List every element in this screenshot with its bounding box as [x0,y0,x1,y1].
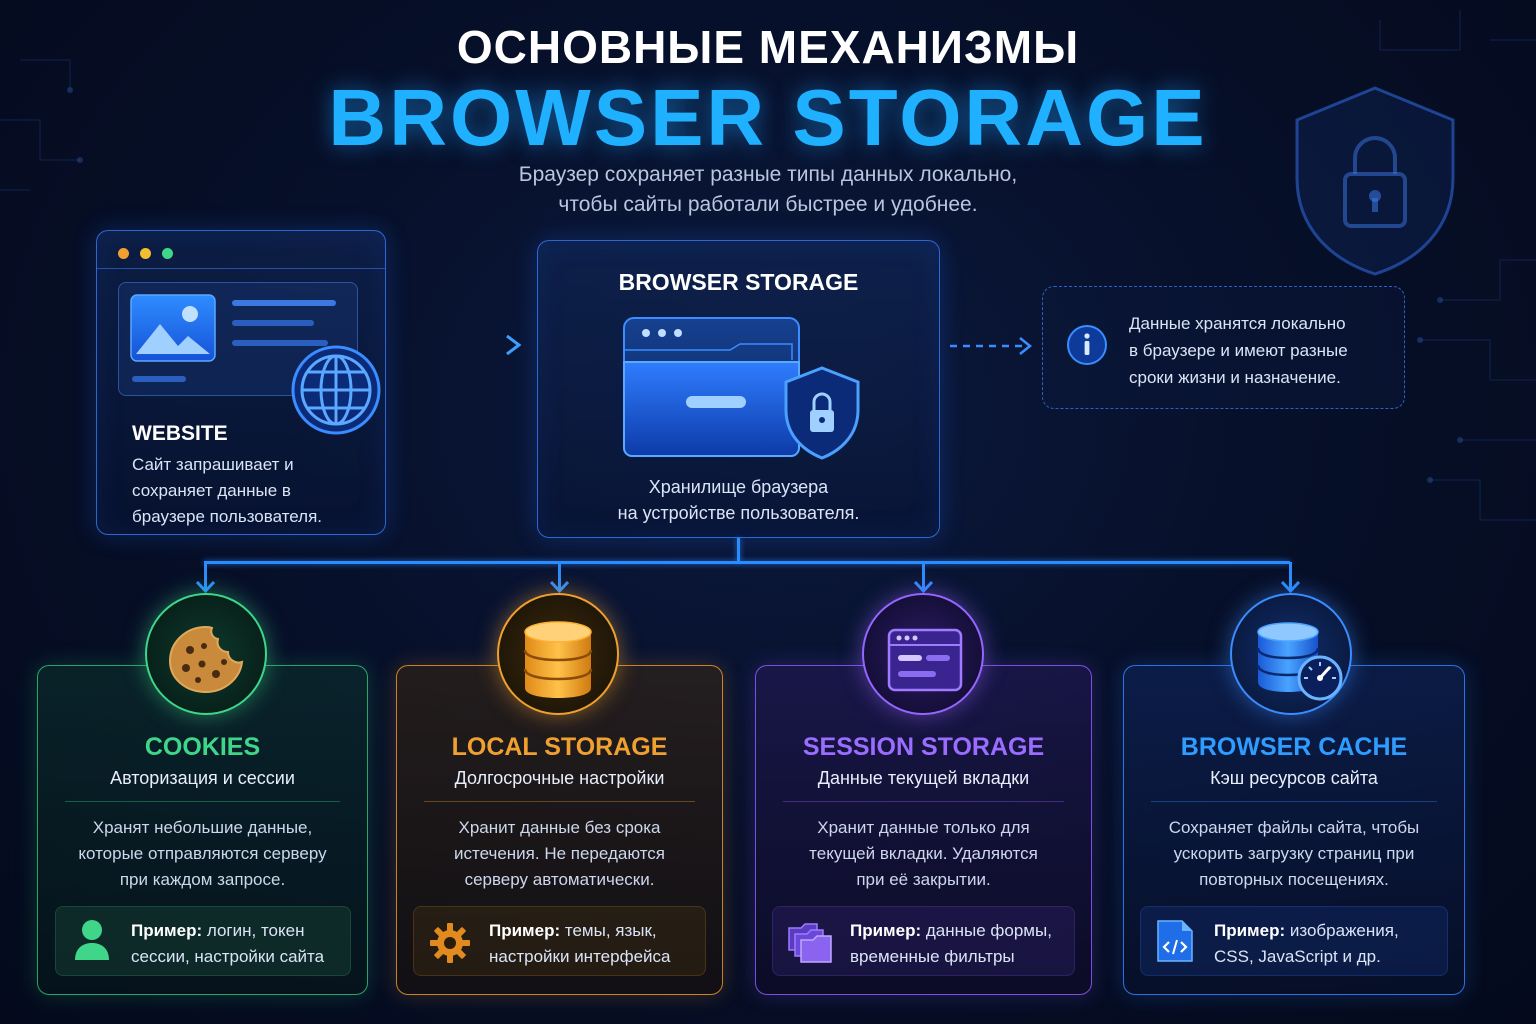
text-placeholder-line [232,300,336,306]
cookies-desc-line: Хранят небольшие данные, [92,818,313,837]
storage-desc-line: на устройстве пользователя. [617,503,860,523]
subtitle: Браузер сохраняет разные типы данных лок… [368,160,1168,220]
connector-branch-bar [204,561,1290,564]
session-desc-line: при её закрытии. [856,870,991,889]
example-value: временные фильтры [850,947,1015,966]
connector-trunk [737,538,740,562]
browser-cache-divider [1151,801,1437,802]
session-storage-divider [783,801,1064,802]
connector-arrows [195,562,1301,594]
window-dot-yellow [140,248,151,259]
browser-window-icon [887,628,963,692]
example-value: данные формы, [921,921,1052,940]
browser-storage-description: Хранилище браузера на устройстве пользов… [537,474,940,526]
code-file-icon [1157,920,1193,962]
note-line: Данные хранятся локально [1129,314,1346,333]
session-storage-icon-circle [862,593,984,715]
text-placeholder-line [132,376,186,382]
database-speed-icon [1256,622,1343,701]
browser-cache-title: BROWSER CACHE [1180,733,1408,761]
text-placeholder-line [232,340,328,346]
subtitle-line-2: чтобы сайты работали быстрее и удобнее. [558,193,978,216]
example-value: сессии, настройки сайта [131,947,325,966]
example-value: темы, язык, [560,921,657,940]
storage-desc-line: Хранилище браузера [648,477,829,497]
gear-icon [430,923,470,963]
user-icon [75,920,109,960]
example-label: Пример: [489,921,561,940]
example-label: Пример: [131,921,203,940]
website-desc-line: сохраняет данные в [132,481,291,500]
local-desc-line: серверу автоматически. [464,870,655,889]
website-desc-line: браузере пользователя. [132,507,323,526]
cookies-subtitle: Авторизация и сессии [110,768,295,788]
folders-icon [788,923,832,963]
local-storage-example-text: Пример: темы, язык, настройки интерфейса [489,918,704,970]
website-description: Сайт запрашивает и сохраняет данные в бр… [132,452,372,530]
local-storage-subtitle: Долгосрочные настройки [454,768,665,788]
globe-icon [291,345,381,435]
example-value: изображения, [1285,921,1399,940]
website-title: WEBSITE [132,422,228,445]
cache-desc-line: ускорить загрузку страниц при [1173,844,1415,863]
note-line: сроки жизни и назначение. [1129,368,1341,387]
example-label: Пример: [1214,921,1286,940]
cache-desc-line: повторных посещениях. [1199,870,1389,889]
background-shield-lock-icon [1295,86,1455,276]
session-storage-example-text: Пример: данные формы, временные фильтры [850,918,1072,970]
browser-cache-description: Сохраняет файлы сайта, чтобы ускорить за… [1123,815,1465,893]
cookies-divider [65,801,340,802]
example-value: CSS, JavaScript и др. [1214,947,1381,966]
window-titlebar-divider [97,268,385,269]
local-desc-line: Хранит данные без срока [458,818,661,837]
local-desc-line: истечения. Не передаются [453,844,666,863]
text-placeholder-line [232,320,314,326]
note-line: в браузере и имеют разные [1129,341,1348,360]
session-desc-line: Хранит данные только для [817,818,1030,837]
database-icon [523,621,593,698]
cookies-card [37,665,368,995]
website-desc-line: Сайт запрашивает и [132,455,294,474]
browser-cache-example-text: Пример: изображения, CSS, JavaScript и д… [1214,918,1444,970]
cookies-example-box [55,906,351,976]
browser-cache-subtitle: Кэш ресурсов сайта [1210,768,1378,788]
local-storage-title: LOCAL STORAGE [451,733,668,761]
example-value: логин, токен [202,921,305,940]
cookies-desc-line: которые отправляются серверу [78,844,327,863]
cookie-icon [168,625,244,694]
cache-desc-line: Сохраняет файлы сайта, чтобы [1168,818,1420,837]
cookies-example-text: Пример: логин, токен сессии, настройки с… [131,918,351,970]
session-storage-description: Хранит данные только для текущей вкладки… [755,815,1092,893]
cookies-description: Хранят небольшие данные, которые отправл… [37,815,368,893]
local-storage-description: Хранит данные без срока истечения. Не пе… [396,815,723,893]
example-label: Пример: [850,921,922,940]
image-icon [130,294,216,362]
window-dot-green [162,248,173,259]
browser-storage-title: BROWSER STORAGE [618,269,859,295]
info-icon [1067,325,1107,365]
session-desc-line: текущей вкладки. Удаляются [809,844,1038,863]
window-dots [118,246,184,264]
subtitle-line-1: Браузер сохраняет разные типы данных лок… [518,163,1018,186]
session-storage-subtitle: Данные текущей вкладки [817,768,1030,788]
storage-folder-icon [623,317,860,460]
local-storage-divider [424,801,695,802]
title-line-2: BROWSER STORAGE [328,73,1208,162]
example-value: настройки интерфейса [489,947,671,966]
session-storage-title: SESSION STORAGE [802,733,1045,761]
info-note-text: Данные хранятся локально в браузере и им… [1129,310,1399,391]
dashed-arrow-icon [950,337,1033,355]
cookies-desc-line: при каждом запросе. [119,870,286,889]
title-line-1: ОСНОВНЫЕ МЕХАНИЗМЫ [456,21,1080,73]
arrow-right-icon [407,334,522,356]
cookies-title: COOKIES [144,733,261,761]
window-dot-orange [118,248,129,259]
